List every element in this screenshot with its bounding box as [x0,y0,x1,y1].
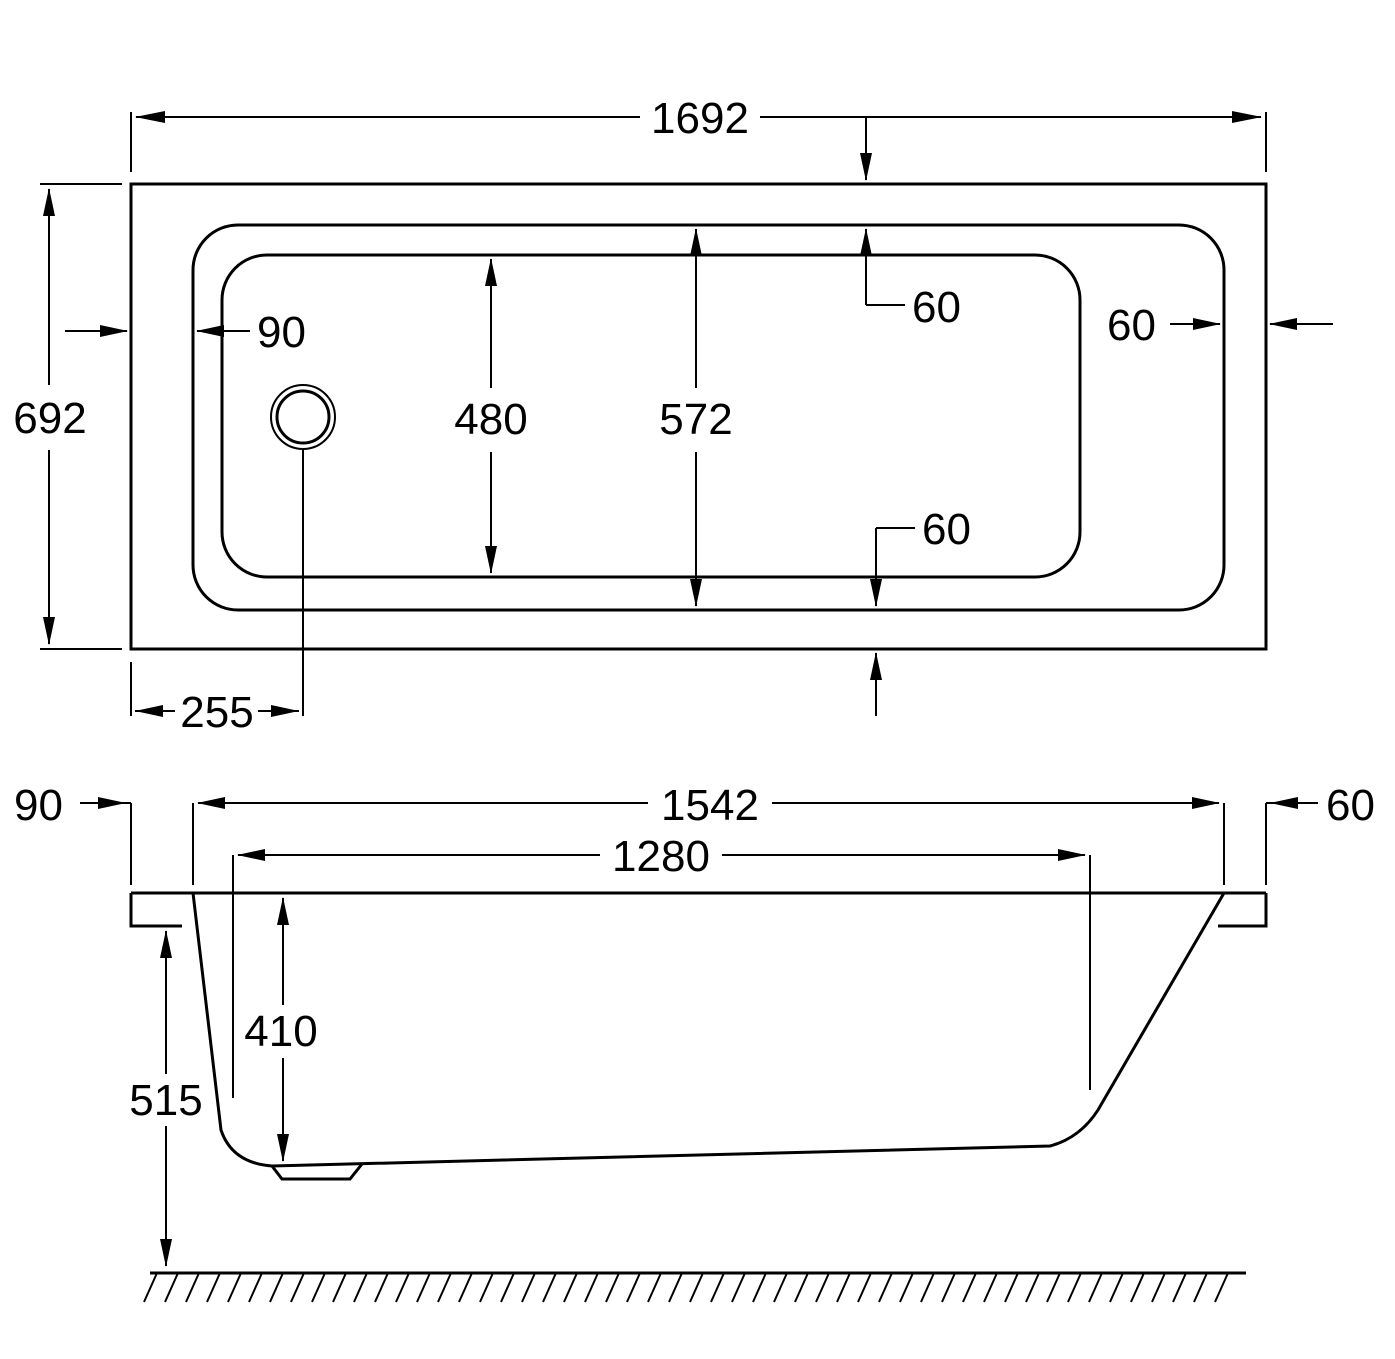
floor-hatch-stroke [290,1272,305,1303]
floor-hatch-stroke [458,1272,473,1303]
dimension-side-rim-bottom: 60 [870,505,971,716]
floor-hatch-stroke [647,1272,662,1303]
dimension-rim-left: 90 [14,781,132,885]
floor-hatch-stroke [416,1272,431,1303]
dimension-end-rim-left: 90 [65,308,306,357]
floor-hatch-stroke [185,1272,200,1303]
dimension-waste-offset: 255 [130,449,304,737]
floor-hatch-stroke [479,1272,494,1303]
side-rim-top-label: 60 [912,283,961,332]
floor-hatch-stroke [332,1272,347,1303]
dimension-inner-width-base: 480 [454,258,528,574]
floor-hatch-stroke [626,1272,641,1303]
rim-left-label: 90 [14,781,63,830]
floor-hatch-stroke [710,1272,725,1303]
base-length-label: 1280 [612,832,710,881]
floor-hatch-stroke [395,1272,410,1303]
floor-hatch-stroke [1151,1272,1166,1303]
floor-hatch-stroke [983,1272,998,1303]
floor-hatch-stroke [1025,1272,1040,1303]
end-rim-left-label: 90 [257,308,306,357]
floor-hatch-stroke [920,1272,935,1303]
floor-hatch-stroke [605,1272,620,1303]
floor-hatch-stroke [752,1272,767,1303]
overall-width-label: 692 [13,394,86,443]
floor-hatch-stroke [962,1272,977,1303]
rim-flange-left [129,893,182,928]
floor-hatch-stroke [584,1272,599,1303]
dimension-overall-width: 692 [13,183,122,650]
floor-hatch-stroke [1004,1272,1019,1303]
dimension-overall-height: 515 [129,930,203,1267]
floor-hatch-stroke [731,1272,746,1303]
bath-rim-inner-outline [191,223,1226,612]
side-view: 90 60 1542 1280 [14,781,1375,1303]
waste-foot [270,1163,364,1181]
floor-hatch-stroke [1193,1272,1208,1303]
plan-view: 1692 692 90 60 [13,94,1333,737]
floor-hatch-stroke [269,1272,284,1303]
side-rim-bottom-label: 60 [922,505,971,554]
tub-body-profile [191,892,1226,1168]
dimension-end-rim-right: 60 [1107,301,1333,350]
floor-hatch-stroke [1214,1272,1229,1303]
rim-flange-right [1218,893,1268,928]
dimension-inner-width-top: 572 [659,228,733,607]
floor-hatch-stroke [794,1272,809,1303]
floor-hatch-stroke [500,1272,515,1303]
floor-hatch-stroke [1067,1272,1082,1303]
top-inner-length-label: 1542 [661,781,759,830]
floor-hatch-stroke [878,1272,893,1303]
floor-hatch-stroke [374,1272,389,1303]
inner-depth-label: 410 [244,1007,317,1056]
floor-hatch-stroke [668,1272,683,1303]
floor-hatch-stroke [1130,1272,1145,1303]
floor-hatch-stroke [1088,1272,1103,1303]
dimension-base-length: 1280 [232,832,1091,1098]
dimension-inner-depth: 410 [244,897,318,1162]
overall-height-label: 515 [129,1076,202,1125]
floor-hatch-stroke [563,1272,578,1303]
floor-hatch-stroke [542,1272,557,1303]
floor-hatch-stroke [311,1272,326,1303]
floor-hatch-stroke [437,1272,452,1303]
bath-outer-outline [129,182,1268,651]
waste-outlet [270,384,336,450]
rim-right-label: 60 [1326,781,1375,830]
floor-hatch-stroke [689,1272,704,1303]
floor-hatching [143,1271,1246,1303]
floor-hatch-stroke [1172,1272,1187,1303]
floor-hatch-stroke [143,1272,158,1303]
waste-offset-label: 255 [180,688,253,737]
dimension-side-rim-top: 60 [860,117,961,332]
floor-hatch-stroke [164,1272,179,1303]
bath-base-outline [220,253,1082,579]
dimension-top-inner-length: 1542 [192,781,1225,885]
floor-hatch-stroke [227,1272,242,1303]
inner-width-top-label: 572 [659,395,732,444]
floor-hatch-stroke [815,1272,830,1303]
floor-hatch-stroke [1109,1272,1124,1303]
floor-hatch-stroke [248,1272,263,1303]
floor-hatch-stroke [836,1272,851,1303]
inner-width-base-label: 480 [454,395,527,444]
end-rim-right-label: 60 [1107,301,1156,350]
floor-hatch-stroke [899,1272,914,1303]
floor-hatch-stroke [773,1272,788,1303]
floor-hatch-stroke [206,1272,221,1303]
floor-hatch-stroke [1046,1272,1061,1303]
floor-hatch-stroke [857,1272,872,1303]
dimension-rim-right: 60 [1265,781,1375,885]
dimension-overall-length: 1692 [130,94,1267,172]
overall-length-label: 1692 [651,94,749,143]
floor-hatch-stroke [941,1272,956,1303]
floor-hatch-stroke [353,1272,368,1303]
floor-hatch-stroke [521,1272,536,1303]
